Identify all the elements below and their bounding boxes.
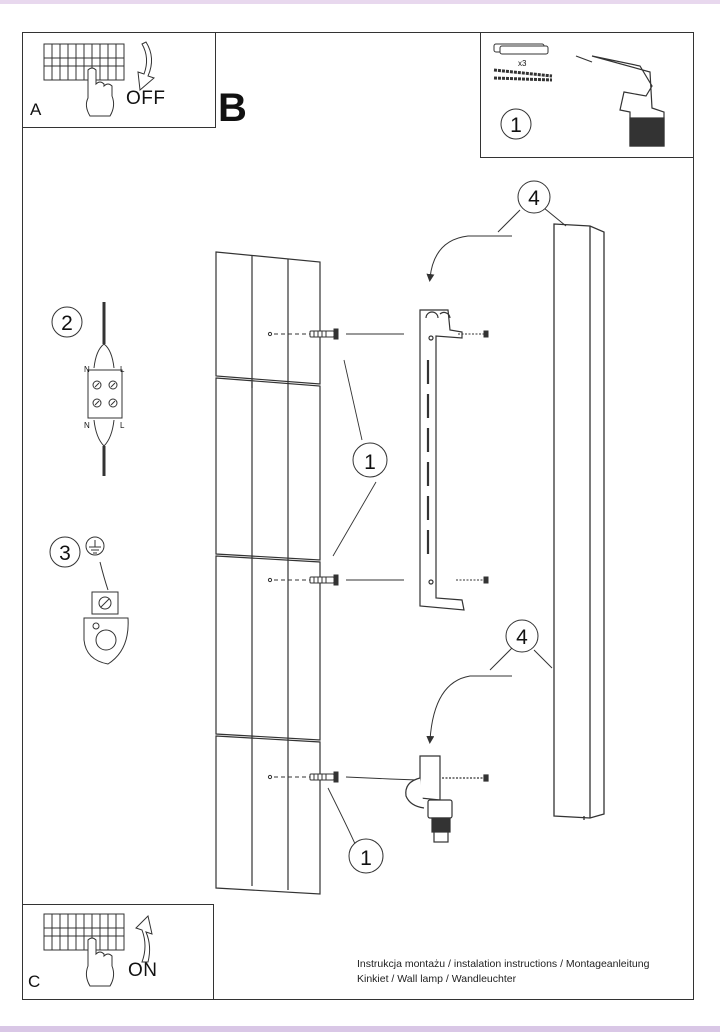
panel-tools bbox=[480, 32, 694, 158]
caption-line-1: Instrukcja montażu / instalation instruc… bbox=[357, 958, 650, 970]
step-letter-b: B bbox=[218, 86, 247, 130]
wiring-label-l-bottom: L bbox=[120, 421, 125, 430]
state-label-off: OFF bbox=[126, 88, 166, 109]
callout-mount-upper bbox=[352, 442, 388, 478]
lamp-socket-icon bbox=[405, 755, 489, 843]
connector-lines bbox=[327, 333, 419, 847]
hand-icon bbox=[85, 937, 115, 987]
wiring-label-l-top: L bbox=[120, 365, 125, 374]
callout-cover-lower-label: 4 bbox=[516, 626, 528, 649]
breaker-panel-icon bbox=[43, 913, 125, 951]
callout-ground-label: 3 bbox=[59, 542, 71, 565]
ground-symbol-icon bbox=[83, 536, 129, 665]
panel-a-power-off bbox=[22, 32, 216, 128]
callout-mount-lower bbox=[348, 838, 384, 874]
wiring-label-n-bottom: N bbox=[84, 421, 90, 430]
wall-holes bbox=[267, 331, 273, 780]
guide-lines bbox=[274, 333, 310, 778]
callout-wiring bbox=[51, 306, 83, 338]
screw-icon bbox=[456, 330, 489, 584]
bottom-border-strip bbox=[0, 1026, 720, 1032]
hand-icon bbox=[85, 67, 115, 117]
drill-icon bbox=[575, 55, 665, 147]
breaker-panel-icon bbox=[43, 43, 125, 81]
callout-cover-upper-label: 4 bbox=[528, 187, 540, 210]
terminal-block-icon bbox=[87, 302, 123, 476]
lamp-body bbox=[553, 223, 605, 820]
top-border-strip bbox=[0, 0, 720, 4]
callout-wiring-label: 2 bbox=[61, 312, 73, 335]
caption: Instrukcja montażu / instalation instruc… bbox=[357, 957, 649, 987]
wall-plug-icon bbox=[493, 43, 553, 82]
callout-ground bbox=[49, 536, 81, 568]
mounting-bracket bbox=[419, 309, 465, 611]
callout-mount-upper-label: 1 bbox=[364, 451, 376, 474]
callout-cover-upper bbox=[517, 180, 551, 214]
step-letter-a: A bbox=[30, 100, 42, 119]
callout-tools bbox=[500, 108, 532, 140]
wall-plug-icon bbox=[309, 328, 339, 783]
step-letter-c: C bbox=[28, 972, 41, 991]
arrow-down-icon bbox=[137, 41, 155, 91]
state-label-on: ON bbox=[128, 960, 158, 981]
panel-c-power-on bbox=[22, 904, 214, 1000]
caption-line-2: Kinkiet / Wall lamp / Wandleuchter bbox=[357, 973, 517, 985]
callout-circles bbox=[49, 108, 551, 874]
wall-tiles bbox=[215, 251, 321, 895]
callout-mount-lower-label: 1 bbox=[360, 847, 372, 870]
callout-tools-label: 1 bbox=[510, 114, 522, 137]
callout-cover-lower bbox=[505, 619, 539, 653]
arrow-up-icon bbox=[135, 915, 153, 963]
hardware-quantity: x3 bbox=[518, 59, 527, 68]
cover-arrows bbox=[426, 207, 567, 744]
page-frame bbox=[22, 32, 694, 1000]
wiring-label-n-top: N bbox=[84, 365, 90, 374]
